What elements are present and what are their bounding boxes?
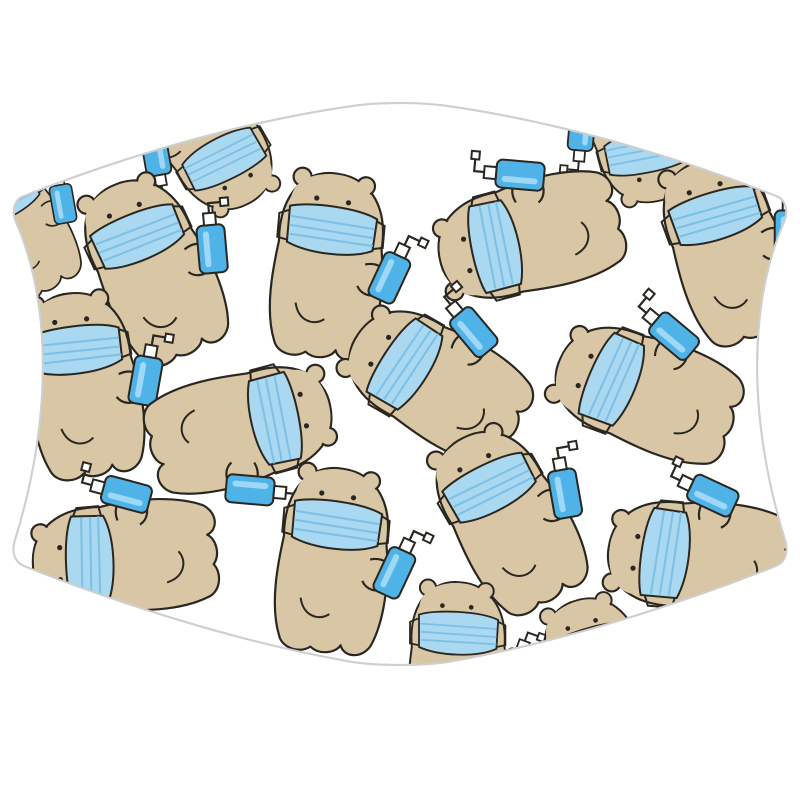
product-image bbox=[12, 102, 788, 666]
mask-illustration bbox=[12, 102, 788, 666]
